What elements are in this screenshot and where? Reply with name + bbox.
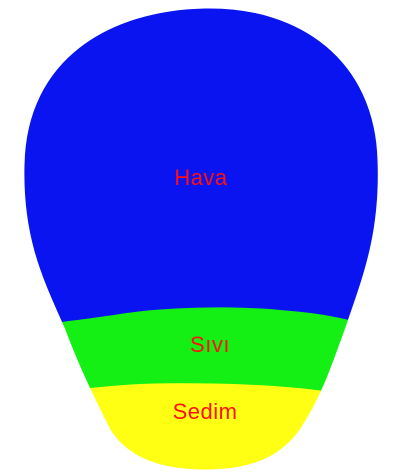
sediment-label: Sedim bbox=[173, 399, 238, 424]
liquid-label: Sıvı bbox=[190, 332, 230, 357]
sediment-region bbox=[0, 383, 406, 473]
air-label: Hava bbox=[174, 165, 228, 190]
